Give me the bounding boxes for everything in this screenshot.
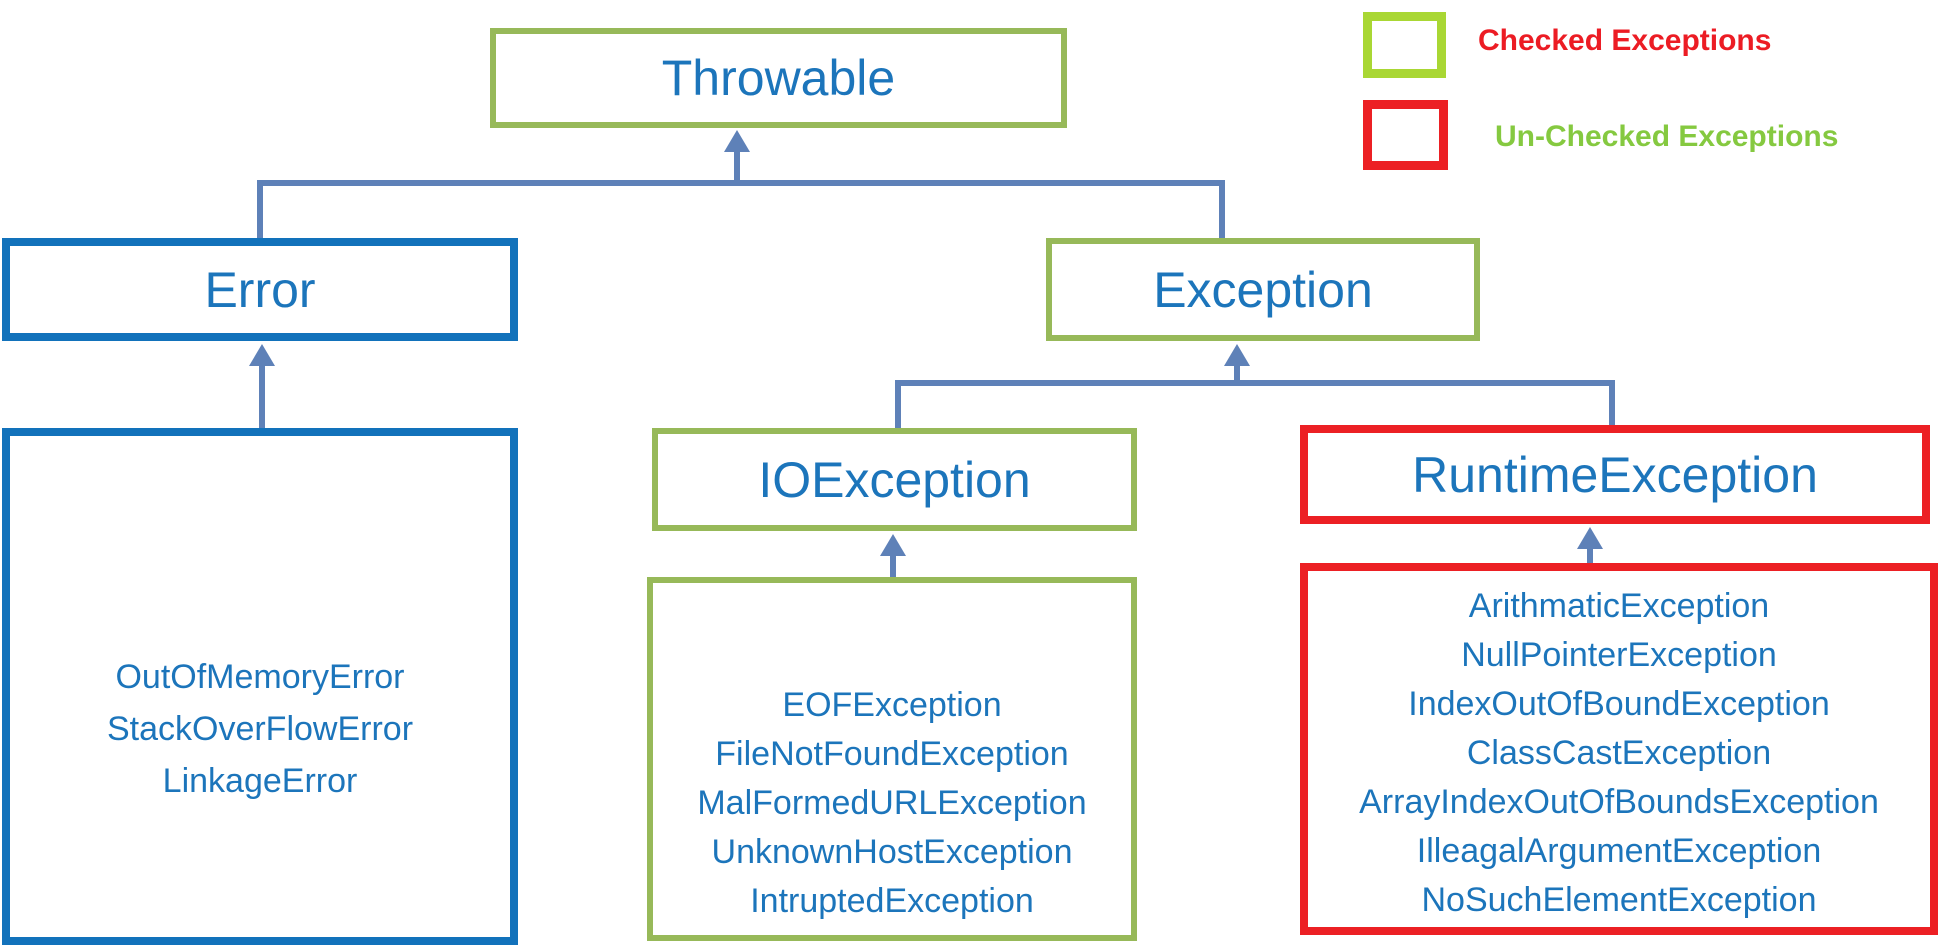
arrow-up-icon	[723, 130, 751, 186]
list-item: NullPointerException	[1461, 636, 1777, 674]
list-item: UnknownHostException	[711, 833, 1073, 871]
list-item: ClassCastException	[1466, 734, 1772, 772]
list-item: IntruptedException	[750, 882, 1034, 920]
node-throwable-label: Throwable	[661, 50, 896, 106]
list-item: EOFException	[782, 686, 1002, 724]
list-item: IlleagalArgumentException	[1416, 832, 1822, 870]
list-item: FileNotFoundException	[715, 735, 1069, 773]
arrow-up-icon	[1223, 344, 1251, 384]
node-exception: Exception	[1046, 238, 1480, 341]
node-exception-label: Exception	[1153, 261, 1373, 318]
list-item: ArithmaticException	[1468, 587, 1770, 625]
node-throwable: Throwable	[490, 28, 1067, 128]
legend-unchecked-label: Un-Checked Exceptions	[1495, 120, 1839, 153]
arrow-up-icon	[248, 344, 276, 430]
list-item: StackOverFlowError	[106, 710, 414, 748]
connector-line	[895, 380, 1615, 386]
error-children-box: OutOfMemoryError StackOverFlowError Link…	[2, 428, 518, 945]
arrow-up-icon	[879, 534, 907, 579]
arrow-up-icon	[1576, 527, 1604, 565]
error-children-list: OutOfMemoryError StackOverFlowError Link…	[10, 436, 510, 807]
connector-line	[257, 183, 263, 238]
legend-unchecked-swatch	[1363, 100, 1448, 170]
list-item: LinkageError	[162, 762, 358, 800]
ioexception-children-box: EOFException FileNotFoundException MalFo…	[647, 577, 1137, 941]
list-item: NoSuchElementException	[1421, 881, 1817, 919]
node-runtimeexception: RuntimeException	[1300, 425, 1930, 524]
list-item: ArrayIndexOutOfBoundsException	[1359, 783, 1879, 821]
node-error: Error	[2, 238, 518, 341]
list-item: MalFormedURLException	[697, 784, 1087, 822]
connector-line	[1609, 383, 1615, 425]
node-error-label: Error	[204, 261, 316, 318]
legend-checked-label: Checked Exceptions	[1478, 24, 1772, 57]
node-runtimeexception-label: RuntimeException	[1412, 446, 1818, 503]
legend-checked-swatch	[1363, 12, 1446, 78]
runtimeexception-children-box: ArithmaticException NullPointerException…	[1300, 563, 1938, 935]
connector-line	[895, 383, 901, 428]
ioexception-children-list: EOFException FileNotFoundException MalFo…	[653, 583, 1131, 926]
list-item: OutOfMemoryError	[115, 658, 405, 696]
node-ioexception: IOException	[652, 428, 1137, 531]
node-ioexception-label: IOException	[758, 451, 1031, 508]
connector-line	[1219, 183, 1225, 238]
runtimeexception-children-list: ArithmaticException NullPointerException…	[1308, 571, 1930, 925]
list-item: IndexOutOfBoundException	[1408, 685, 1830, 723]
